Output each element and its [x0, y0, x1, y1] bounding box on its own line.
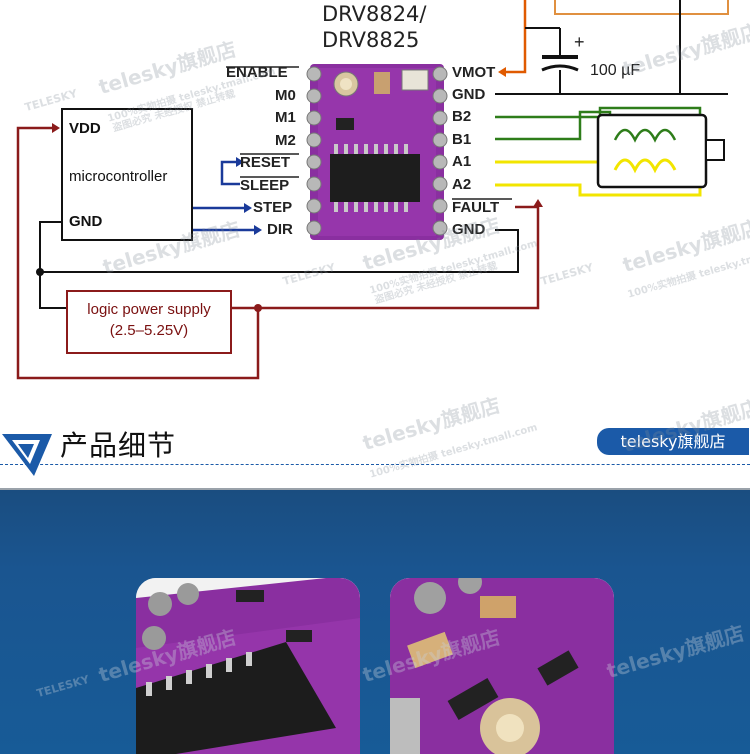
- reset-arrow: [236, 157, 244, 167]
- section-logo-icon: [2, 434, 52, 476]
- reset-sleep-link: [220, 160, 240, 186]
- pin-m2: M2: [275, 132, 296, 149]
- mcu-name-label: microcontroller: [69, 168, 168, 185]
- pin-a1: A1: [452, 153, 472, 170]
- lps-line2: (2.5–5.25V): [109, 322, 189, 339]
- driver-board-image: [306, 64, 448, 240]
- section-header: [0, 410, 750, 490]
- section-divider: [0, 464, 750, 465]
- photo-left-image: [136, 578, 360, 754]
- motor-coil-a: [613, 158, 677, 174]
- pin-a2: A2: [452, 176, 472, 193]
- dir-arrow: [254, 225, 262, 235]
- lps-line1: logic power supply: [87, 301, 211, 318]
- a1-wire: [495, 160, 610, 177]
- pin-gnd-top: GND: [452, 86, 486, 103]
- pin-sleep: SLEEP: [240, 177, 290, 194]
- pin-gnd-bottom: GND: [452, 221, 486, 238]
- fault-wire: [258, 205, 540, 310]
- logic-power-supply-box: logic power supply (2.5–5.25V): [66, 290, 232, 354]
- product-photo-left: [136, 578, 360, 754]
- step-arrow: [244, 203, 252, 213]
- pin-vmot: VMOT: [452, 64, 496, 81]
- pin-m1: M1: [275, 109, 296, 126]
- capacitor-label: 100 µF: [590, 62, 641, 79]
- wiring-svg: [16, 0, 729, 380]
- vmot-arrow: [498, 67, 506, 77]
- pin-step: STEP: [253, 199, 293, 216]
- vdd-wire: [16, 126, 260, 380]
- vmot-wire: [506, 0, 527, 74]
- product-photo-right: [390, 578, 614, 754]
- chip-title-line2: DRV8825: [322, 28, 420, 52]
- mcu-gnd-label: GND: [69, 213, 103, 230]
- photo-band: [0, 490, 750, 754]
- pin-dir: DIR: [267, 221, 293, 238]
- photo-right-image: [390, 578, 614, 754]
- microcontroller-box: VDD microcontroller GND: [61, 108, 193, 241]
- motor-coil-b: [613, 128, 677, 143]
- pin-b2: B2: [452, 108, 472, 125]
- pin-fault: FAULT: [452, 199, 500, 216]
- capacitor-plate-bottom: [541, 64, 579, 72]
- capacitor-plus: +: [574, 32, 585, 52]
- shop-badge: telesky旗舰店: [597, 428, 749, 455]
- stepper-motor-body: [596, 113, 708, 189]
- gnd-bottom-wire: [40, 229, 519, 273]
- pin-reset: RESET: [240, 154, 291, 171]
- capacitor-top-wire: [525, 27, 561, 55]
- vdd-arrow: [52, 123, 60, 133]
- mcu-gnd-wire: [39, 221, 66, 309]
- mcu-vdd-label: VDD: [69, 120, 101, 137]
- stepper-motor-shaft: [705, 139, 725, 161]
- pin-b1: B1: [452, 131, 472, 148]
- capacitor-plate-top: [542, 55, 578, 59]
- chip-title-line1: DRV8824/: [322, 2, 427, 26]
- pin-enable: ENABLE: [226, 64, 288, 81]
- section-title: 产品细节: [60, 429, 177, 462]
- pin-m0: M0: [275, 87, 296, 104]
- fault-arrow: [533, 199, 543, 207]
- wiring-diagram: DRV8824/ DRV8825 ENABLE M0 M1 M2 RESET S…: [16, 0, 729, 380]
- power-source-box: [554, 0, 729, 15]
